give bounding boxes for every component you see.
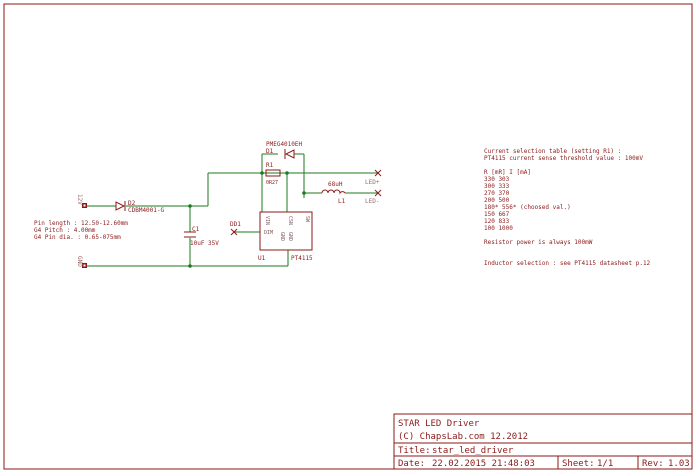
connector-led-minus[interactable]: LED- xyxy=(365,189,382,205)
sheet-label: Sheet: xyxy=(562,459,595,469)
connector-gnd[interactable]: GND xyxy=(76,256,87,268)
rev-value: 1.03 xyxy=(668,459,690,469)
pin-note-line: G4 Pin dia. : 0.65-075mm xyxy=(34,234,121,241)
table-header: R [mR] I [mA] xyxy=(484,169,531,176)
led-minus-label: LED- xyxy=(365,198,379,205)
ic-u1-pt4115[interactable]: VIN CSN SW GND GND DIM U1 PT4115 xyxy=(258,211,313,262)
u1-pin-vin: VIN xyxy=(264,216,270,225)
pin-notes: Pin length : 12.50-12.60mm G4 Pitch : 4.… xyxy=(34,220,128,241)
d2-value: CDBM4001-G xyxy=(128,207,165,214)
pin-note-line: Pin length : 12.50-12.60mm xyxy=(34,220,128,227)
selection-line: PT4115 current sense threshold value : 1… xyxy=(484,155,643,162)
connector-vcc[interactable]: 12V xyxy=(76,194,87,208)
connector-led-plus[interactable]: LED+ xyxy=(365,169,382,186)
sheet-frame xyxy=(3,3,693,470)
r1-name: R1 xyxy=(266,162,274,169)
inductor-l1[interactable]: 68uH L1 xyxy=(321,181,346,205)
title-block-text: STAR LED Driver (C) ChapsLab.com 12.2012… xyxy=(398,419,690,469)
table-row: 150 667 xyxy=(484,211,510,218)
l1-name: L1 xyxy=(338,198,346,205)
c1-value: 10uF 35V xyxy=(190,240,219,247)
u1-pin-gnd2: GND xyxy=(287,232,293,241)
resistor-power-note: Resistor power is always 100mW xyxy=(484,239,593,246)
u1-name: U1 xyxy=(258,255,266,262)
junctions xyxy=(188,171,306,268)
date-label: Date: xyxy=(398,459,425,469)
no-connect-dd1[interactable]: DD1 xyxy=(230,221,241,236)
title-block xyxy=(393,413,693,470)
gnd-label: GND xyxy=(76,256,83,267)
pin-note-line: G4 Pitch : 4.00mm xyxy=(34,227,96,234)
design-notes: Current selection table (setting R1) : P… xyxy=(484,148,651,267)
title-value: star_led_driver xyxy=(432,446,514,456)
u1-pin-dim: DIM xyxy=(264,230,273,236)
u1-pin-sw: SW xyxy=(304,216,310,223)
capacitor-c1[interactable]: C1 10uF 35V xyxy=(184,226,219,247)
table-row: 200 500 xyxy=(484,197,510,204)
table-row: 100 1000 xyxy=(484,225,513,232)
table-row: 330 303 xyxy=(484,176,510,183)
inductor-note: Inductor selection : see PT4115 datashee… xyxy=(484,260,651,267)
vcc-label: 12V xyxy=(76,194,83,205)
table-row: 180* 556* (choosed val.) xyxy=(484,204,571,211)
sheet-value: 1/1 xyxy=(597,459,613,469)
u1-pin-csn: CSN xyxy=(287,216,293,225)
project-name: STAR LED Driver xyxy=(398,419,480,429)
u1-pin-gnd1: GND xyxy=(279,232,285,241)
c1-name: C1 xyxy=(192,226,200,233)
d1-value: PMEG4010EH xyxy=(266,141,303,148)
r1-value: 0R27 xyxy=(266,180,278,186)
rev-label: Rev: xyxy=(642,459,664,469)
date-value: 22.02.2015 21:48:03 xyxy=(432,459,535,469)
table-row: 300 333 xyxy=(484,183,510,190)
l1-value: 68uH xyxy=(328,181,343,188)
diode-d1[interactable]: PMEG4010EH D1 xyxy=(266,141,303,159)
table-row: 270 370 xyxy=(484,190,510,197)
led-plus-label: LED+ xyxy=(365,179,380,186)
wires xyxy=(86,153,378,267)
title-label: Title: xyxy=(398,446,431,456)
selection-line: Current selection table (setting R1) : xyxy=(484,148,621,155)
d1-name: D1 xyxy=(266,148,274,155)
copyright: (C) ChapsLab.com 12.2012 xyxy=(398,432,528,442)
u1-value: PT4115 xyxy=(291,255,313,262)
d2-name: D2 xyxy=(128,200,136,207)
dd1-name: DD1 xyxy=(230,221,241,228)
diode-d2[interactable]: D2 CDBM4001-G xyxy=(115,200,165,214)
resistor-r1[interactable]: R1 0R27 xyxy=(265,162,281,186)
table-row: 120 833 xyxy=(484,218,510,225)
